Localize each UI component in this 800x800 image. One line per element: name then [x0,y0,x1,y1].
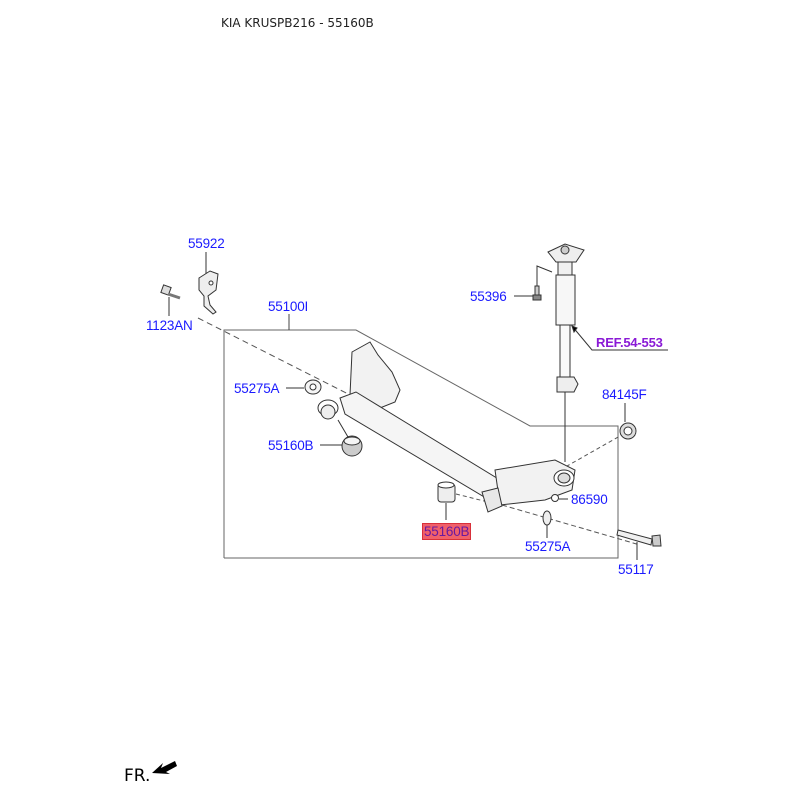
part-label-55396[interactable]: 55396 [470,289,507,304]
bushing-55160B-right-part [437,481,456,520]
nut-86590-part [551,494,568,502]
part-label-84145F[interactable]: 84145F [602,387,647,402]
assembly-frame [223,329,619,559]
reference-label-54-553[interactable]: REF.54-553 [596,335,663,350]
dash-line-right [501,504,641,546]
part-label-55922[interactable]: 55922 [188,236,225,251]
part-label-55160B-highlighted[interactable]: 55160B [422,523,472,540]
washer-84145F-part [619,403,637,440]
part-label-86590[interactable]: 86590 [571,492,608,507]
torsion-beam-part [317,341,576,513]
part-label-55117[interactable]: 55117 [618,562,654,577]
part-label-55275A-left[interactable]: 55275A [234,381,280,396]
part-label-55160B-left[interactable]: 55160B [268,438,314,453]
bolt-55117-part [616,529,662,560]
dash-line-84145F [559,435,621,471]
washer-55275A-right-part [542,510,552,538]
part-label-55275A-right[interactable]: 55275A [525,539,571,554]
bushing-55160B-left-part [320,419,363,457]
bracket-55922-part [198,252,219,315]
part-label-55100I[interactable]: 55100I [268,299,309,314]
front-direction-label: FR. [124,766,151,786]
bolt-1123AN-part [160,284,181,316]
shock-absorber-part [547,243,668,462]
front-direction-arrow-icon [152,761,177,774]
part-label-1123AN[interactable]: 1123AN [146,318,193,333]
page-title: KIA KRUSPB216 - 55160B [221,16,374,30]
washer-55275A-left-part [286,379,322,395]
bolt-55396-part [514,265,553,301]
dash-line-left [197,317,361,401]
